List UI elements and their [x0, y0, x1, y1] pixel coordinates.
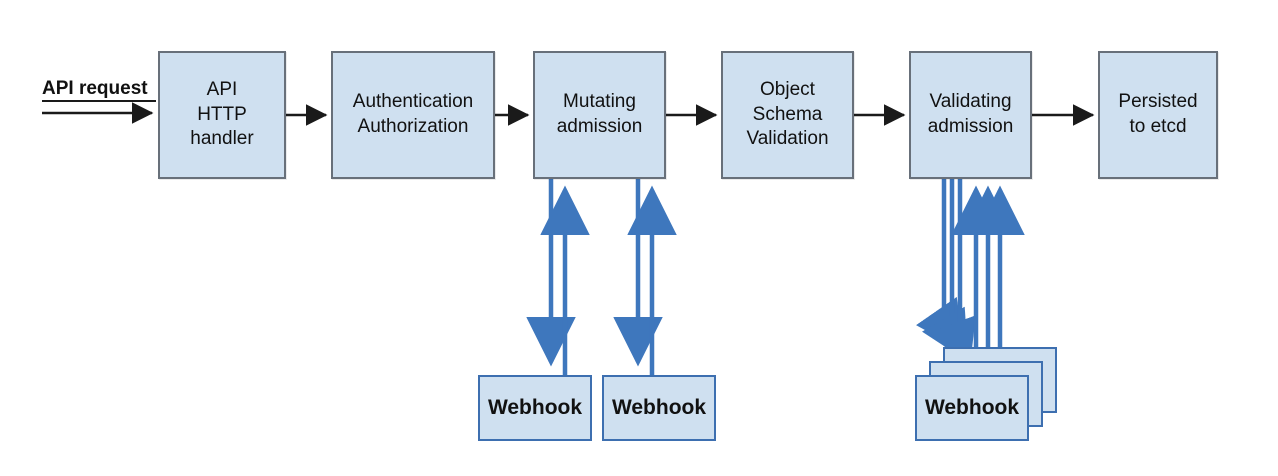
node-persisted-to-etcd-label: Persisted to etcd	[1118, 91, 1198, 137]
node-authentication[interactable]: Authentication Authorization	[331, 51, 495, 179]
node-mutating-webhook-1[interactable]: Webhook	[478, 375, 592, 441]
node-validating-webhook-1[interactable]: Webhook	[915, 375, 1029, 441]
node-object-schema-validation[interactable]: Object Schema Validation	[721, 51, 854, 179]
node-validating-webhook-1-label: Webhook	[924, 396, 1020, 419]
node-object-schema-validation-label: Object Schema Validation	[746, 78, 829, 150]
connector-validating-admission-to-validating-webhooks	[916, 179, 976, 371]
node-authentication-label: Authentication Authorization	[352, 91, 474, 137]
node-validating-admission-label: Validating admission	[927, 91, 1014, 137]
node-api-http-handler-label: API HTTP handler	[190, 78, 254, 150]
node-mutating-webhook-1-label: Webhook	[487, 396, 583, 419]
node-persisted-to-etcd[interactable]: Persisted to etcd	[1098, 51, 1218, 179]
connector-entry-to-api-http-handler	[42, 100, 156, 124]
node-mutating-webhook-2[interactable]: Webhook	[602, 375, 716, 441]
entry-label: API request	[42, 78, 148, 99]
connector-validating-webhooks-to-validating-admission	[951, 185, 1025, 375]
node-mutating-admission[interactable]: Mutating admission	[533, 51, 666, 179]
node-validating-admission[interactable]: Validating admission	[909, 51, 1032, 179]
node-api-http-handler[interactable]: API HTTP handler	[158, 51, 286, 179]
node-mutating-admission-label: Mutating admission	[556, 91, 643, 137]
node-mutating-webhook-2-label: Webhook	[611, 396, 707, 419]
